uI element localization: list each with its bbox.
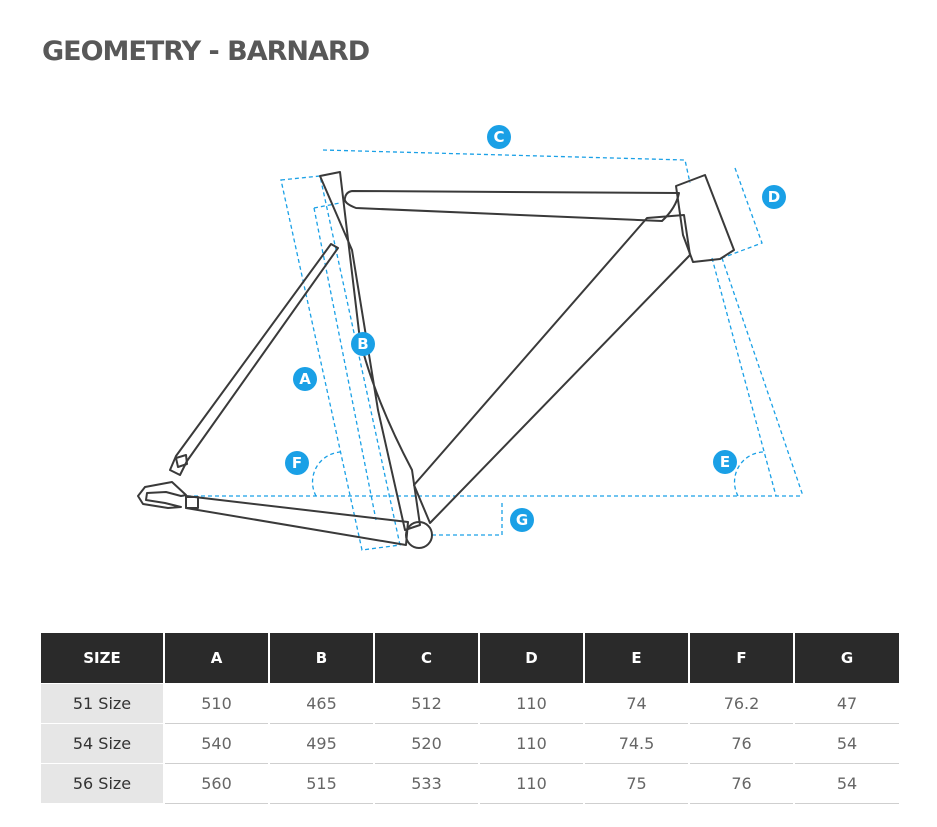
size-cell: 51 Size bbox=[41, 683, 164, 724]
bottom-bracket bbox=[405, 521, 433, 549]
dim-line-g bbox=[432, 502, 503, 536]
marker-c: C bbox=[487, 125, 511, 149]
seat-stay bbox=[169, 243, 339, 476]
column-header-c: C bbox=[373, 633, 479, 684]
table-row: 54 Size 540 495 520 110 74.5 76 54 bbox=[41, 723, 899, 764]
table-cell: 74 bbox=[583, 683, 689, 724]
size-cell: 54 Size bbox=[41, 723, 164, 764]
column-header-b: B bbox=[268, 633, 374, 684]
table-cell: 54 bbox=[793, 763, 899, 804]
table-cell: 512 bbox=[373, 683, 479, 724]
marker-d: D bbox=[762, 185, 786, 209]
marker-c-label: C bbox=[493, 128, 504, 146]
geometry-table: SIZE A B C D E F G 51 Size 510 465 512 1… bbox=[41, 633, 899, 804]
marker-g-label: G bbox=[516, 511, 528, 529]
table-cell: 76.2 bbox=[688, 683, 794, 724]
table-cell: 495 bbox=[268, 723, 374, 764]
marker-d-label: D bbox=[768, 188, 780, 206]
table-cell: 510 bbox=[163, 683, 269, 724]
table-row: 56 Size 560 515 533 110 75 76 54 bbox=[41, 763, 899, 804]
column-header-e: E bbox=[583, 633, 689, 684]
table-cell: 560 bbox=[163, 763, 269, 804]
marker-f: F bbox=[285, 451, 309, 475]
table-cell: 540 bbox=[163, 723, 269, 764]
table-cell: 110 bbox=[478, 683, 584, 724]
marker-e: E bbox=[713, 450, 737, 474]
seat-stay-bridge bbox=[175, 454, 188, 468]
marker-f-label: F bbox=[292, 454, 302, 472]
chain-stay bbox=[185, 495, 409, 546]
marker-a: A bbox=[293, 367, 317, 391]
chain-stay-bridge bbox=[185, 496, 199, 509]
column-header-d: D bbox=[478, 633, 584, 684]
column-header-size: SIZE bbox=[41, 633, 164, 684]
arc-e bbox=[733, 451, 767, 497]
column-header-g: G bbox=[793, 633, 899, 684]
bike-frame bbox=[137, 171, 735, 549]
table-cell: 75 bbox=[583, 763, 689, 804]
table-cell: 54 bbox=[793, 723, 899, 764]
dim-line-c bbox=[322, 149, 691, 184]
table-header-row: SIZE A B C D E F G bbox=[41, 633, 899, 684]
table-row: 51 Size 510 465 512 110 74 76.2 47 bbox=[41, 683, 899, 724]
table-cell: 76 bbox=[688, 763, 794, 804]
dim-line-b bbox=[313, 202, 341, 209]
column-header-a: A bbox=[163, 633, 269, 684]
top-tube bbox=[343, 190, 680, 222]
dim-line-d bbox=[721, 167, 763, 259]
table-cell: 520 bbox=[373, 723, 479, 764]
table-cell: 74.5 bbox=[583, 723, 689, 764]
frame-geometry-diagram: C D B A F E G bbox=[137, 125, 804, 551]
table-cell: 47 bbox=[793, 683, 899, 724]
arc-f bbox=[311, 451, 345, 497]
table-cell: 76 bbox=[688, 723, 794, 764]
page-title: GEOMETRY - BARNARD bbox=[42, 36, 370, 67]
rear-dropout bbox=[137, 481, 187, 509]
dim-line-a bbox=[280, 175, 401, 551]
marker-e-label: E bbox=[720, 453, 730, 471]
dimension-lines bbox=[180, 149, 804, 551]
marker-a-label: A bbox=[299, 370, 311, 388]
down-tube bbox=[413, 214, 691, 524]
marker-b: B bbox=[351, 332, 375, 356]
table-cell: 110 bbox=[478, 763, 584, 804]
table-cell: 465 bbox=[268, 683, 374, 724]
table-cell: 515 bbox=[268, 763, 374, 804]
column-header-f: F bbox=[688, 633, 794, 684]
marker-b-label: B bbox=[357, 335, 368, 353]
table-cell: 533 bbox=[373, 763, 479, 804]
size-cell: 56 Size bbox=[41, 763, 164, 804]
head-tube bbox=[675, 174, 735, 263]
table-cell: 110 bbox=[478, 723, 584, 764]
dim-line-e bbox=[711, 257, 804, 497]
marker-g: G bbox=[510, 508, 534, 532]
